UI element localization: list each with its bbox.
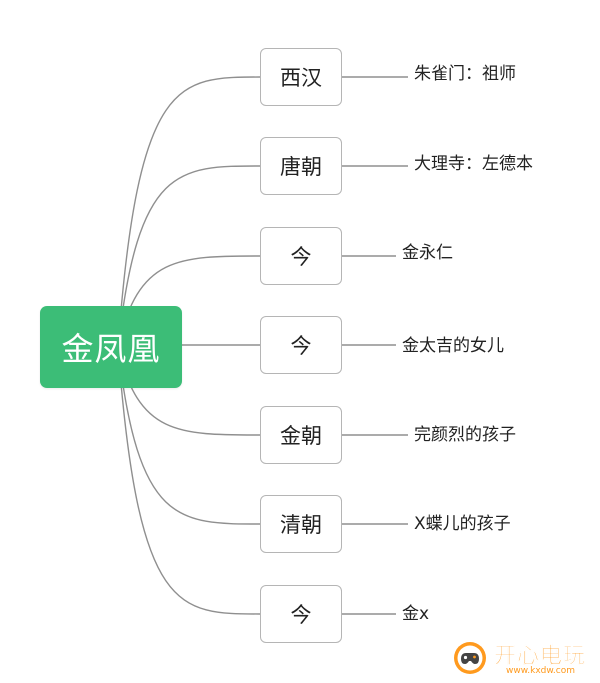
branch-connector bbox=[117, 346, 261, 615]
desc-label: 金永仁 bbox=[402, 243, 453, 263]
root-node[interactable]: 金凤凰 bbox=[40, 306, 182, 388]
desc-label: 大理寺：左德本 bbox=[414, 154, 533, 174]
desc-label: 金x bbox=[402, 604, 430, 624]
era-node-qing[interactable]: 清朝 bbox=[260, 495, 342, 553]
watermark-url: www.kxdw.com bbox=[506, 666, 575, 676]
branch-connector bbox=[117, 346, 261, 525]
desc-label: 金太吉的女儿 bbox=[402, 336, 504, 356]
era-node-jin[interactable]: 金朝 bbox=[260, 406, 342, 464]
desc-label: 朱雀门：祖师 bbox=[414, 64, 516, 84]
era-node-present-2[interactable]: 今 bbox=[260, 316, 342, 374]
desc-label: 完颜烈的孩子 bbox=[414, 425, 516, 445]
desc-label: X蝶儿的孩子 bbox=[414, 514, 511, 534]
branch-connector bbox=[117, 165, 261, 348]
branch-connector bbox=[117, 76, 261, 348]
watermark: 开心电玩 www.kxdw.com bbox=[448, 636, 596, 680]
watermark-brand: 开心电玩 bbox=[494, 644, 587, 670]
era-node-xihan[interactable]: 西汉 bbox=[260, 48, 342, 106]
era-node-tang[interactable]: 唐朝 bbox=[260, 137, 342, 195]
gamepad-logo-icon bbox=[454, 642, 486, 674]
era-node-present-1[interactable]: 今 bbox=[260, 227, 342, 285]
era-node-present-3[interactable]: 今 bbox=[260, 585, 342, 643]
